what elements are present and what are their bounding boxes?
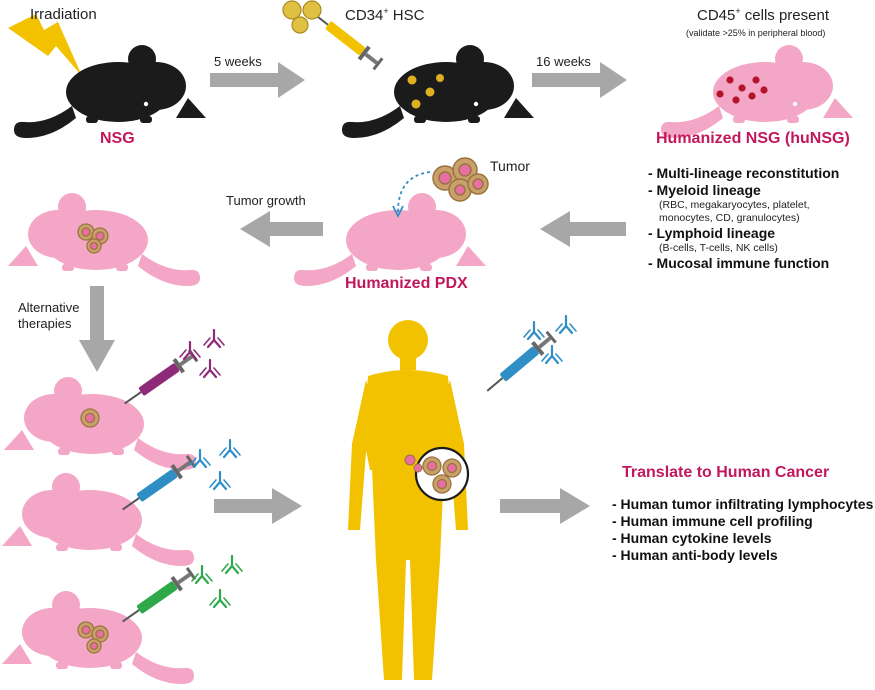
mouse-therapy-purple bbox=[4, 377, 196, 470]
cd45-label: CD45+ cells present bbox=[697, 6, 829, 24]
reconstitution-item-0: - Multi-lineage reconstitution bbox=[648, 165, 840, 181]
translate-item-0: - Human tumor infiltrating lymphocytes bbox=[612, 496, 874, 512]
translate-title: Translate to Human Cancer bbox=[622, 464, 830, 481]
mouse-nsg bbox=[14, 45, 206, 138]
alternative-therapies-line-2: therapies bbox=[18, 316, 72, 331]
arrow-tumor-growth bbox=[240, 211, 323, 247]
pdx-label: Humanized PDX bbox=[345, 275, 468, 292]
hunsg-label: Humanized NSG (huNSG) bbox=[656, 130, 850, 147]
hsc-label-sup: + bbox=[383, 6, 389, 16]
syringe-purple bbox=[119, 347, 200, 412]
alternative-therapies-label: Alternative therapies bbox=[18, 300, 79, 332]
cd45-label-base: CD45 bbox=[697, 7, 736, 24]
reconstitution-item-2: - Lymphoid lineage bbox=[648, 225, 776, 241]
reconstitution-list: - Multi-lineage reconstitution - Myeloid… bbox=[648, 165, 839, 272]
sixteen-weeks-label: 16 weeks bbox=[536, 54, 591, 69]
arrow-16-weeks bbox=[532, 62, 627, 98]
arrow-to-human bbox=[214, 488, 302, 524]
irradiation-label: Irradiation bbox=[30, 6, 97, 23]
tumor-magnifier-icon bbox=[404, 446, 470, 502]
tumor-cluster-icon bbox=[432, 157, 489, 202]
reconstitution-item-2-sub-0: (B-cells, T-cells, NK cells) bbox=[659, 242, 778, 254]
reconstitution-item-1-sub-1: monocytes, CD, granulocytes) bbox=[659, 212, 800, 224]
validate-note: (validate >25% in peripheral blood) bbox=[686, 28, 826, 38]
translate-item-2: - Human cytokine levels bbox=[612, 530, 772, 546]
cd45-label-sup: + bbox=[735, 6, 741, 16]
cd45-label-suffix: cells present bbox=[740, 7, 829, 24]
reconstitution-item-3: - Mucosal immune function bbox=[648, 255, 830, 271]
hsc-label-base: CD34 bbox=[345, 7, 384, 24]
five-weeks-label: 5 weeks bbox=[214, 54, 262, 69]
arrow-to-translate bbox=[500, 488, 590, 524]
mouse-hunsg bbox=[661, 45, 853, 138]
translate-list: - Human tumor infiltrating lymphocytes -… bbox=[612, 496, 873, 564]
lightning-icon bbox=[8, 14, 82, 76]
alternative-therapies-line-1: Alternative bbox=[18, 300, 80, 315]
translate-item-3: - Human anti-body levels bbox=[612, 547, 778, 563]
nsg-label: NSG bbox=[100, 130, 135, 147]
human-figure bbox=[348, 320, 468, 680]
arrow-to-pdx bbox=[540, 211, 626, 247]
tumor-label: Tumor bbox=[490, 158, 530, 174]
arrow-alternative-therapies bbox=[79, 286, 115, 372]
hsc-label: CD34+ HSC bbox=[345, 6, 424, 24]
arrow-5-weeks bbox=[210, 62, 305, 98]
reconstitution-item-1: - Myeloid lineage bbox=[648, 182, 761, 198]
reconstitution-item-1-sub-0: (RBC, megakaryocytes, platelet, bbox=[659, 199, 810, 211]
hsc-cells-icon bbox=[282, 0, 322, 34]
hsc-label-suffix: HSC bbox=[388, 7, 425, 24]
translate-item-1: - Human immune cell profiling bbox=[612, 513, 813, 529]
tumor-growth-label: Tumor growth bbox=[226, 193, 306, 208]
mouse-pdx bbox=[294, 193, 486, 286]
mouse-therapy-blue bbox=[2, 473, 194, 566]
